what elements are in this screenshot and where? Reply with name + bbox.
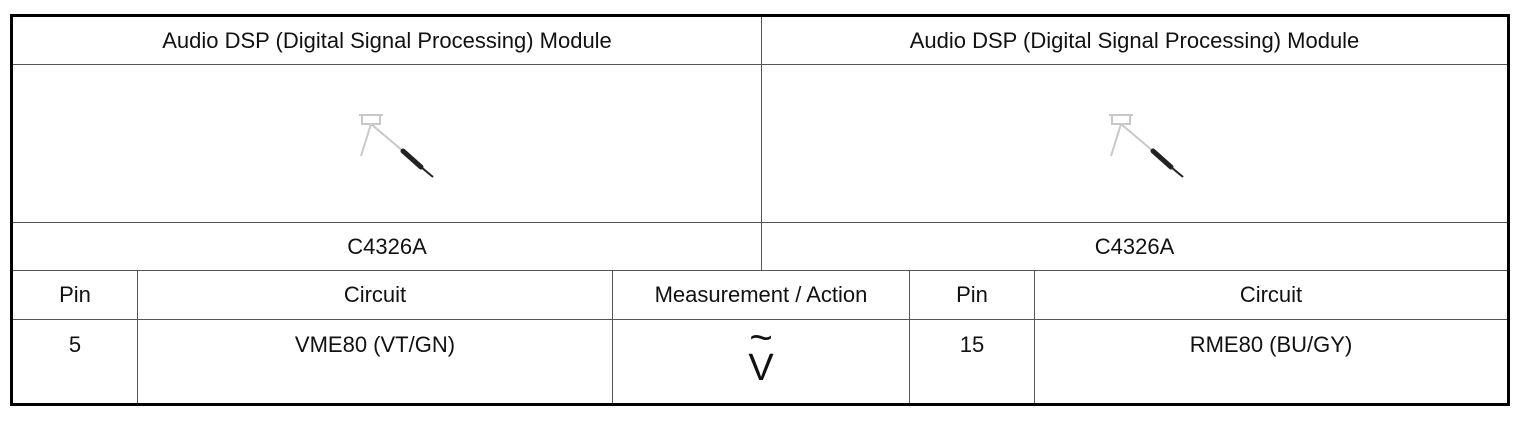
column-divider (612, 270, 613, 403)
ac-voltage-icon: ~ V (613, 316, 909, 389)
circuit-left-value: VME80 (VT/GN) (294, 332, 456, 357)
header-pin-left: Pin (59, 282, 91, 307)
header-pin-right: Pin (956, 282, 988, 307)
row-divider (13, 64, 1507, 65)
column-divider (909, 270, 910, 403)
ac-tilde: ~ (749, 316, 773, 360)
row-divider (13, 222, 1507, 223)
header-circuit-left: Circuit (343, 282, 407, 307)
connector-id-right: C4326A (1094, 233, 1175, 259)
connector-id-left: C4326A (347, 233, 427, 259)
header-circuit-right: Circuit (1239, 282, 1303, 307)
ac-voltage-symbol: V (748, 347, 774, 389)
circuit-right-value: RME80 (BU/GY) (1189, 332, 1353, 357)
row-divider (13, 319, 1507, 320)
module-title-left: Audio DSP (Digital Signal Processing) Mo… (162, 27, 612, 53)
pin-right-value: 15 (959, 332, 985, 357)
pinout-table: Audio DSP (Digital Signal Processing) Mo… (10, 14, 1510, 406)
header-measurement: Measurement / Action (654, 282, 868, 307)
column-divider (137, 270, 138, 403)
meter-probe-icon (1109, 114, 1184, 178)
meter-probe-icon (359, 114, 434, 178)
column-divider (1034, 270, 1035, 403)
module-title-right: Audio DSP (Digital Signal Processing) Mo… (909, 27, 1360, 53)
column-divider (761, 17, 762, 270)
pin-left-value: 5 (68, 332, 82, 357)
row-divider (13, 270, 1507, 271)
